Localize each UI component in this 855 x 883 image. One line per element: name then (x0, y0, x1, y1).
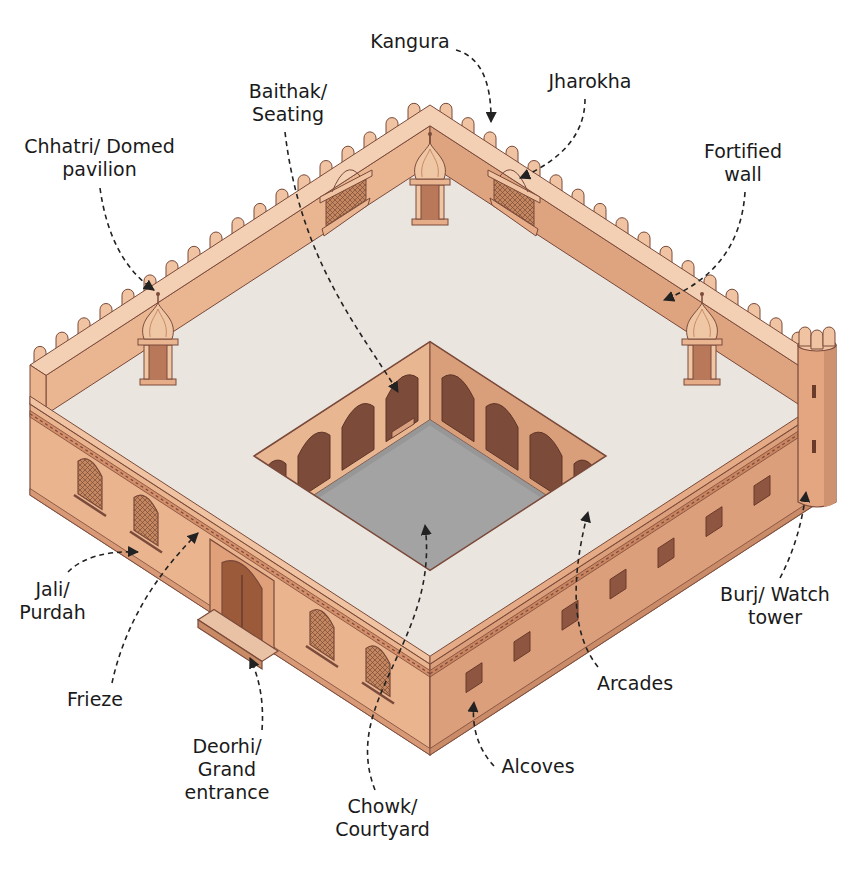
leader-line (664, 192, 745, 300)
callout-label: Chowk/ Courtyard (325, 795, 440, 841)
courtyard-rim (254, 342, 606, 571)
leader-line (473, 702, 494, 766)
leader-line (520, 99, 585, 178)
leader-line (368, 525, 427, 790)
chhatri-pavilion (138, 132, 722, 385)
callout-label: Arcades (580, 672, 690, 695)
leader-line (285, 132, 398, 392)
callout-label: Baithak/ Seating (233, 80, 343, 126)
parapet (30, 396, 830, 664)
leader-line (68, 552, 138, 572)
leader-line (112, 533, 198, 683)
leader-line (780, 492, 806, 578)
plinth (30, 489, 830, 756)
leader-line (576, 512, 598, 667)
jali-window (74, 459, 394, 704)
building-faces (30, 404, 830, 755)
callout-label: Jali/ Purdah (5, 578, 100, 624)
callout-label: Fortified wall (688, 140, 798, 186)
callout-label: Chhatri/ Domed pavilion (12, 135, 187, 181)
callout-label: Deorhi/ Grand entrance (172, 735, 282, 804)
deorhi-entrance (198, 539, 278, 669)
arcade-arches (258, 375, 602, 525)
callout-label: Jharokha (525, 70, 655, 93)
fortified-wall (46, 126, 814, 415)
leader-line (250, 658, 263, 730)
callout-label: Burj/ Watch tower (705, 583, 845, 629)
burj-tower (798, 327, 836, 507)
callout-label: Frieze (50, 688, 140, 711)
callout-label: Kangura (355, 30, 465, 53)
leader-lines (68, 50, 806, 790)
callout-label: Alcoves (488, 755, 588, 778)
leader-line (100, 188, 154, 290)
leader-line (456, 50, 491, 122)
